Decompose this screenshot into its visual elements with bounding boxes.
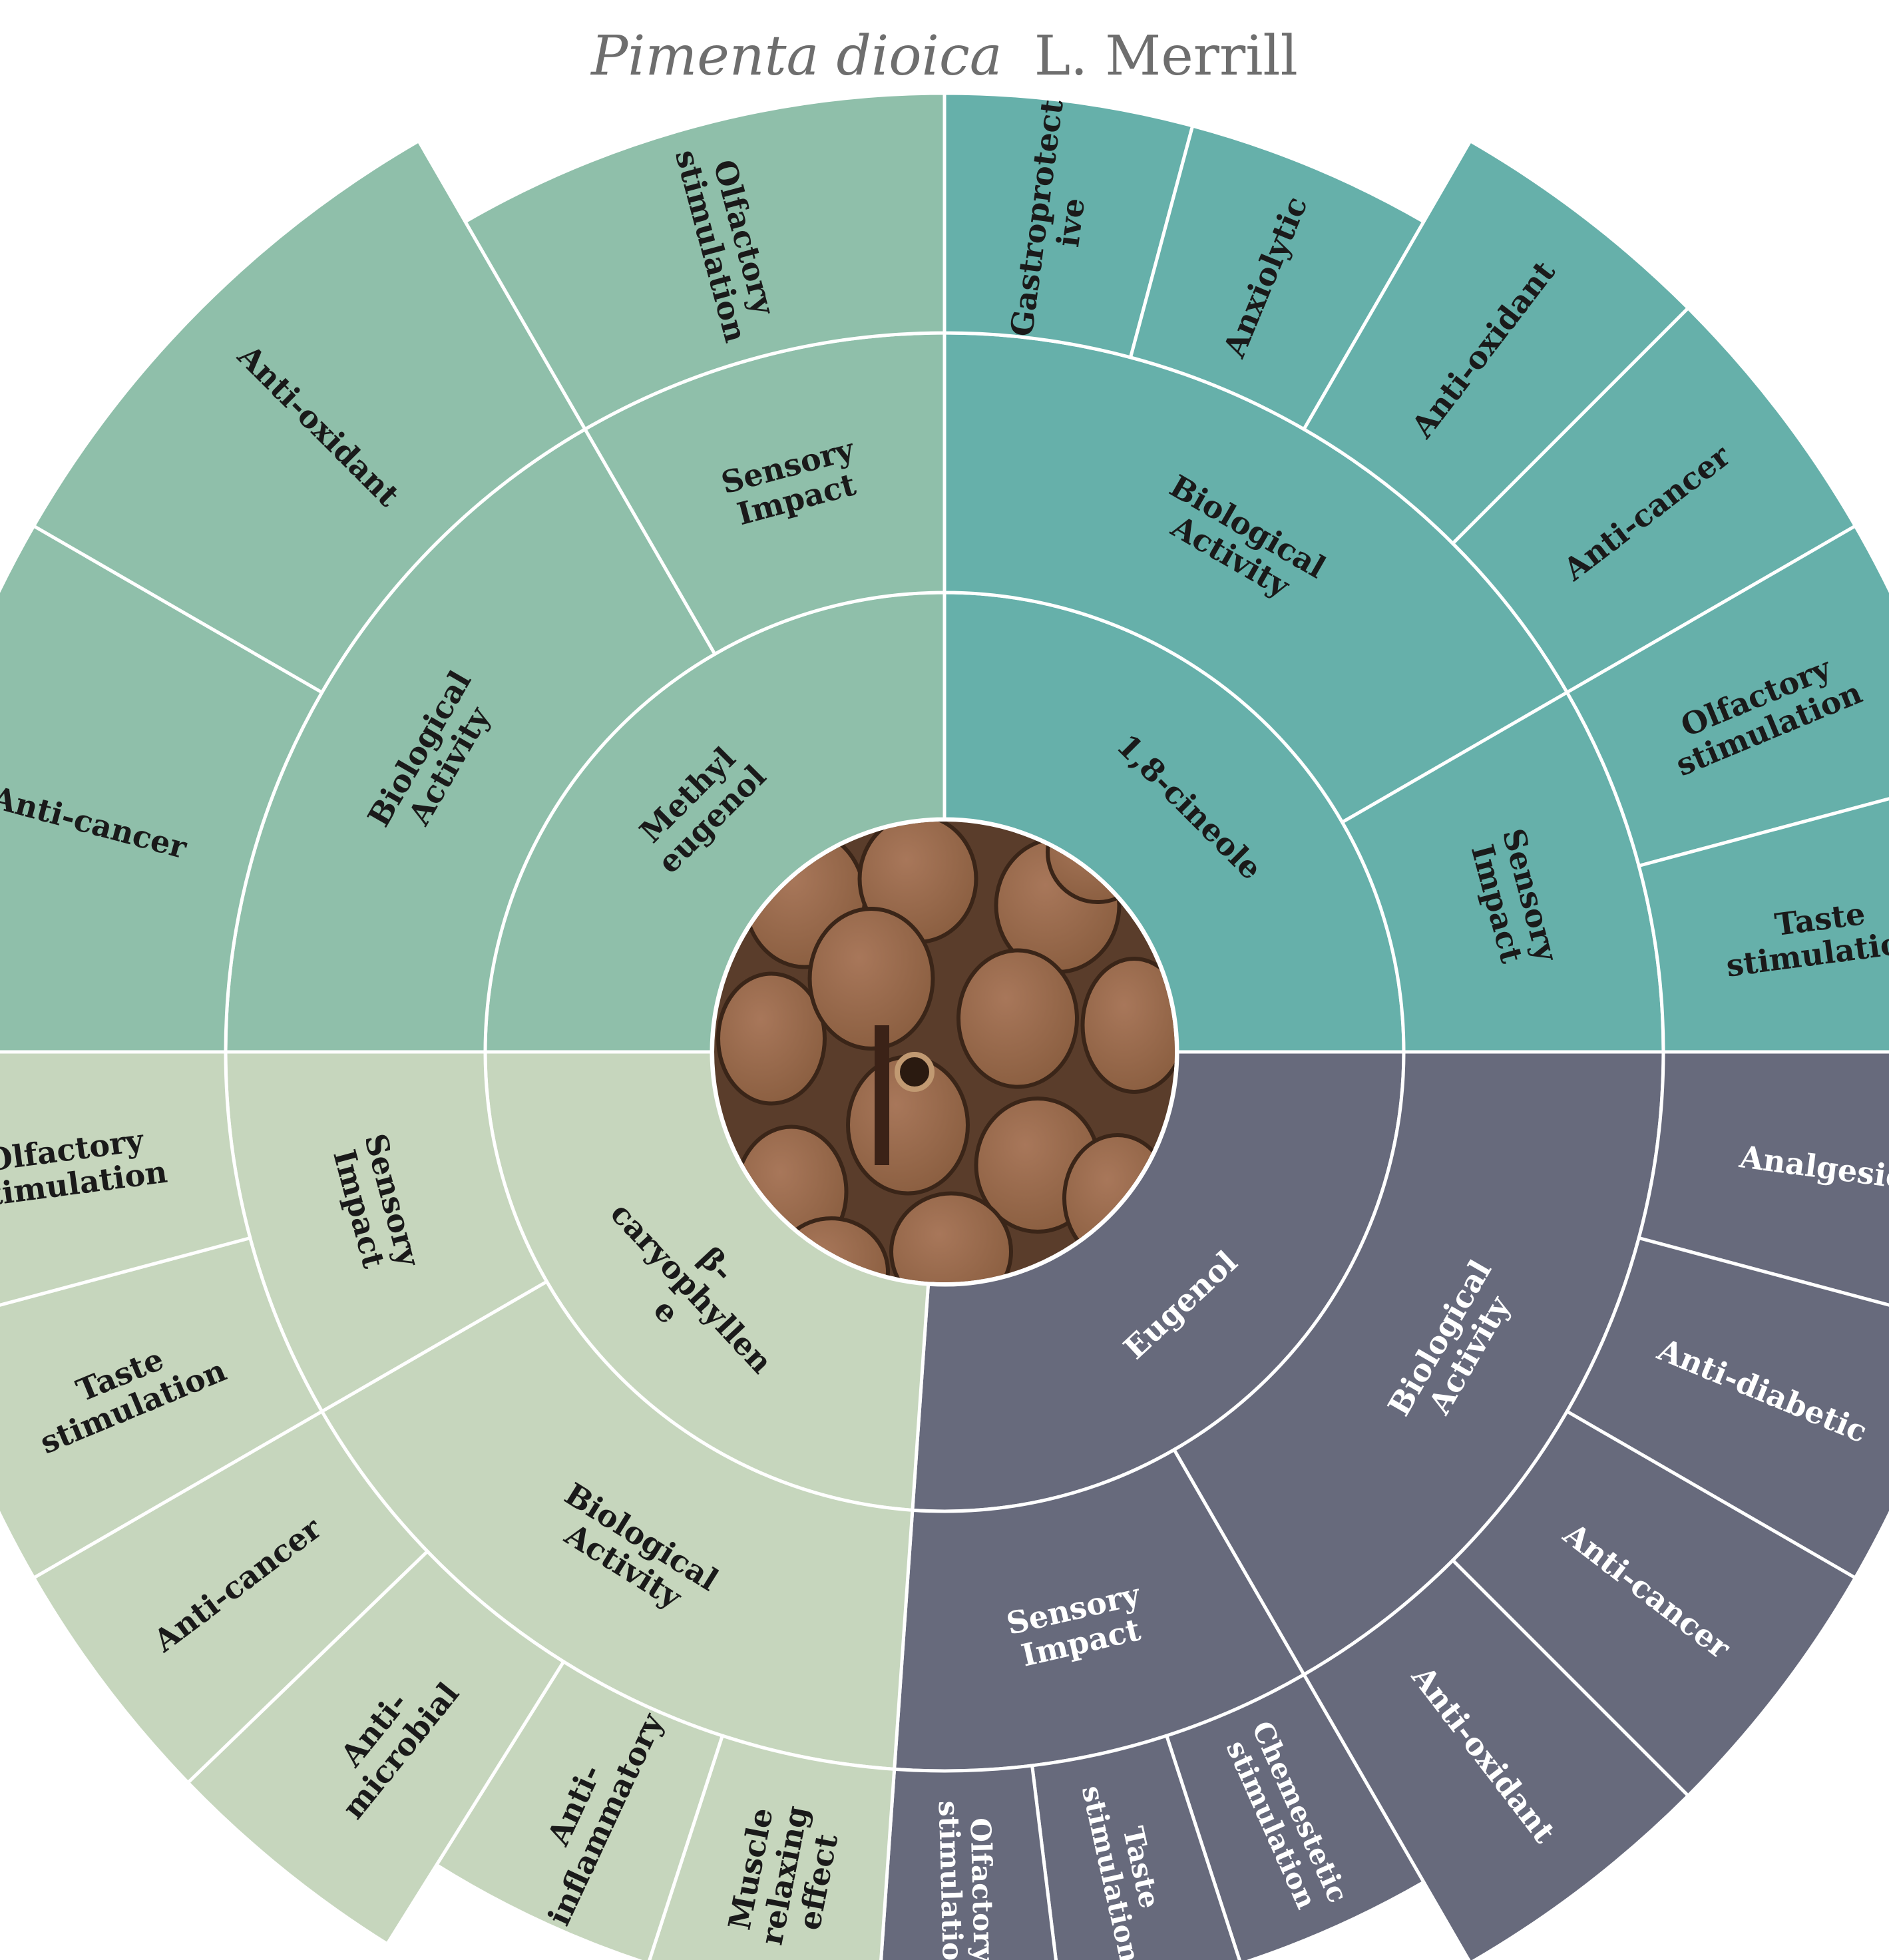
eugenol-olfactory-stimulation-leaf-label: Olfactorystimulation [933, 1800, 1001, 1960]
eugenol-analgesic-leaf [1637, 1050, 1889, 1307]
methyl-eugenol-olfactory-stimulation-leaf [463, 91, 946, 432]
diagram-title: Pimenta dioica L. Merrill [590, 25, 1298, 88]
eugenol-taste-stimulation-leaf [1030, 1733, 1241, 1960]
1-8-cineole-taste-stimulation-leaf [1637, 797, 1889, 1054]
methyl-eugenol-anti-oxidant-leaf [31, 138, 588, 695]
eugenol-chemestetic-stimulation-leaf [1164, 1672, 1426, 1960]
methyl-eugenol-anti-cancer-leaf [0, 523, 325, 1054]
title-authority: L. Merrill [1034, 25, 1298, 88]
eugenol-olfactory-stimulation-leaf [879, 1764, 1058, 1960]
caryophyllene-olfactory-stimulation-leaf [0, 1050, 252, 1307]
caryophyllene-taste-stimulation-leaf [0, 1236, 325, 1581]
eugenol-anti-oxidant-leaf [1301, 1558, 1691, 1960]
title-species: Pimenta dioica [590, 25, 1002, 88]
1-8-cineole-olfactory-stimulation-leaf [1564, 523, 1889, 868]
sunburst-rings [0, 91, 1889, 1960]
caryophyllene-muscle-relaxing-effect-leaf [648, 1733, 897, 1960]
